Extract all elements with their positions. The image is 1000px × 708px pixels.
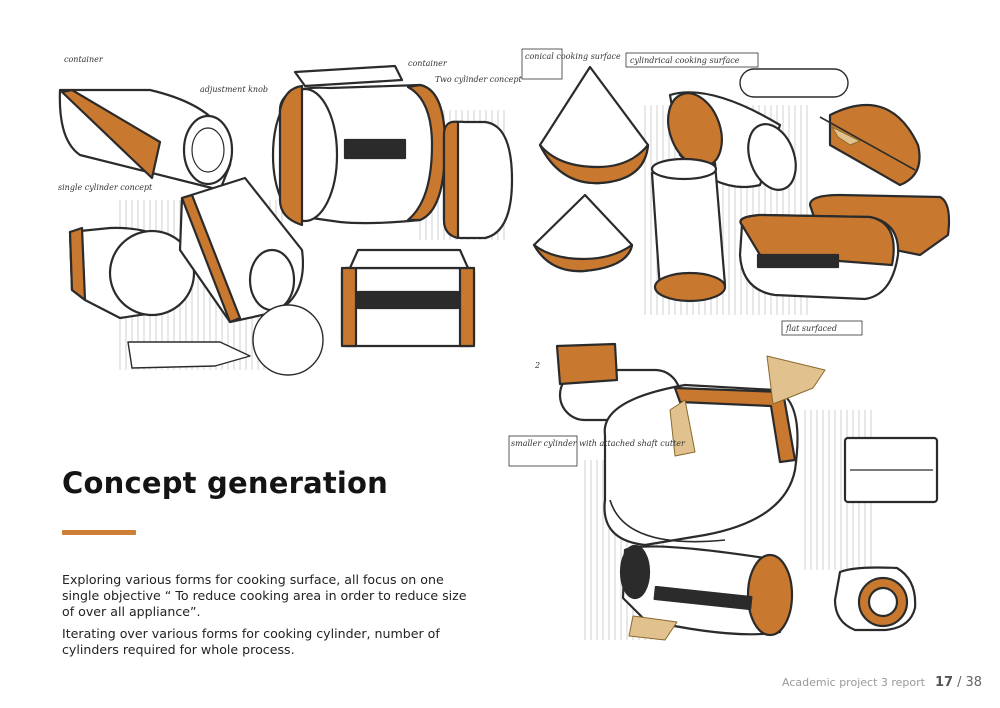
label-box-cylindrical (625, 52, 759, 68)
label-conical: conical cooking surface (525, 52, 621, 61)
label-smaller-cylinder: smaller cylinder with attached shaft cut… (511, 439, 686, 448)
page-title: Concept generation (62, 466, 389, 500)
sketch-cooking-surface-forms: conical cooking surface cylindrical cook… (521, 48, 951, 336)
paragraph-1: Exploring various forms for cooking surf… (62, 572, 467, 619)
page-footer: Academic project 3 report 17 / 38 (782, 675, 982, 690)
sketch-smaller-cylinder-concept: 2 smaller cylinder with attached shaft c… (508, 342, 939, 641)
page-total: 38 (965, 675, 982, 690)
label-cylindrical: cylindrical cooking surface (630, 56, 740, 65)
label-box-flat (781, 320, 863, 336)
page-number: 17 (934, 675, 954, 690)
label-flat-surfaced: flat surfaced (785, 324, 837, 333)
report-name: Academic project 3 report (782, 676, 925, 689)
title-underline (62, 530, 136, 535)
description-text: Exploring various forms for cooking surf… (62, 572, 482, 664)
paragraph-2: Iterating over various forms for cooking… (62, 626, 440, 657)
sketch-single-and-two-cylinder-concepts: container adjustment knob single cylinde… (58, 55, 523, 376)
label-adjustment-knob: adjustment knob (200, 85, 268, 94)
label-single-cylinder: single cylinder concept (58, 183, 153, 192)
label-container: container (64, 55, 104, 64)
label-marker-2: 2 (534, 361, 540, 370)
label-container-mid: container (408, 59, 448, 68)
page-separator: / (957, 675, 962, 690)
label-box-smaller-cylinder (508, 435, 578, 467)
label-box-conical (521, 48, 563, 80)
label-two-cylinder: Two cylinder concept (435, 75, 523, 84)
